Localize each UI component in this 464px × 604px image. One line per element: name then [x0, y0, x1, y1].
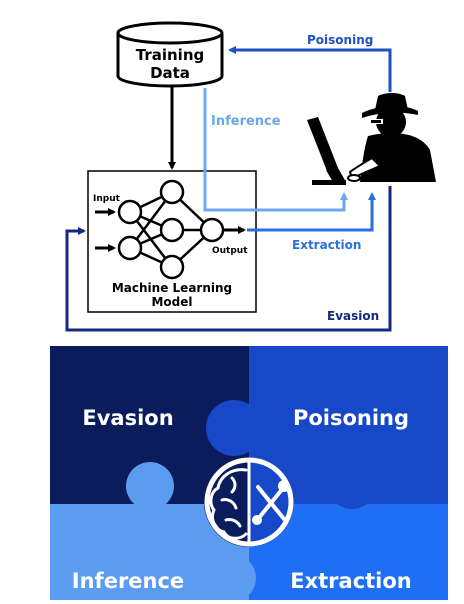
database-icon: [116, 21, 224, 88]
knob-bottom: [208, 554, 256, 600]
poisoning-arrow: [228, 46, 392, 92]
puzzle-graphic: [50, 346, 448, 600]
knob-right: [327, 459, 377, 509]
inference-arrow: [203, 88, 348, 212]
puzzle-label-poisoning: Poisoning: [293, 406, 409, 430]
extraction-arrow: [247, 192, 376, 232]
evasion-arrow: [65, 186, 392, 332]
hacker-spy-icon: [347, 93, 436, 182]
evasion-label: Evasion: [327, 309, 379, 323]
puzzle-label-evasion: Evasion: [82, 406, 173, 430]
puzzle-label-extraction: Extraction: [290, 569, 412, 593]
poisoning-label: Poisoning: [307, 33, 373, 47]
computer-monitor-icon: [307, 117, 346, 185]
model-label-1: Machine Learning: [112, 281, 232, 295]
knob-top: [206, 400, 262, 456]
input-label: Input: [93, 194, 121, 204]
tools-icon: [252, 480, 290, 525]
training-data-label-1: Training: [136, 46, 204, 64]
training-data-label-2: Data: [150, 64, 190, 82]
output-label: Output: [212, 246, 248, 256]
inference-label: Inference: [211, 114, 281, 129]
puzzle-label-inference: Inference: [72, 569, 184, 593]
brain-tools-badge: [204, 457, 294, 547]
knob-left: [126, 462, 174, 510]
brain-icon: [209, 468, 248, 540]
model-label-2: Model: [151, 295, 192, 309]
extraction-label: Extraction: [292, 238, 361, 252]
neural-network-icon: [117, 179, 225, 280]
